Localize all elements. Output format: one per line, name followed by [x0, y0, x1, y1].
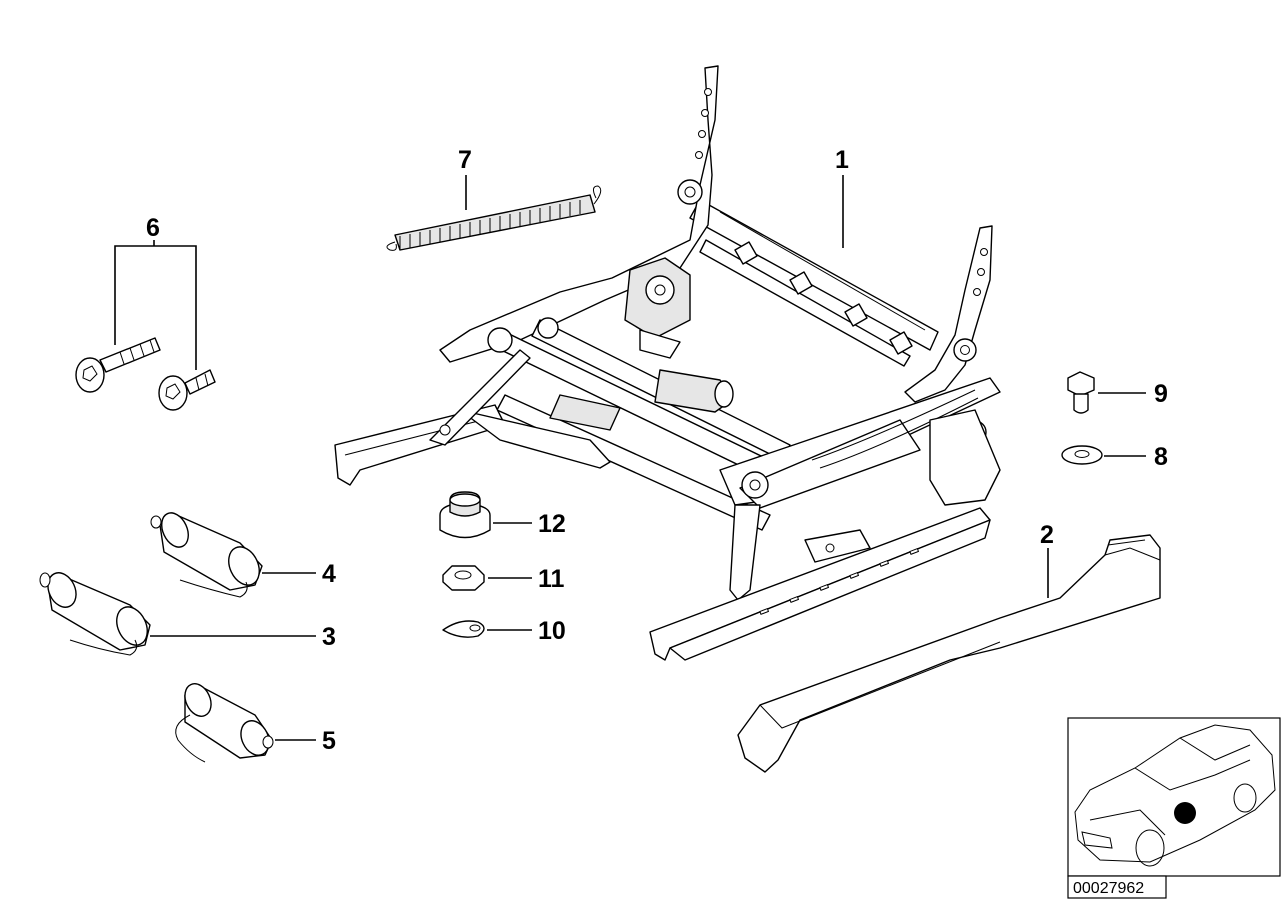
callout-2: 2: [1040, 521, 1054, 549]
callout-10: 10: [538, 617, 566, 645]
callout-7: 7: [458, 146, 472, 174]
hex-socket-screws[interactable]: [75, 337, 216, 411]
seat-motor-3[interactable]: [39, 568, 153, 656]
seat-location-marker: [1174, 802, 1196, 824]
rail-slots: [759, 547, 920, 615]
hex-bolt[interactable]: [1067, 371, 1095, 414]
hex-nut[interactable]: [442, 565, 485, 591]
vehicle-locator-inset: 00027962: [1067, 717, 1281, 899]
tension-spring[interactable]: [386, 185, 602, 251]
rubber-buffer[interactable]: [439, 491, 491, 539]
diagram-reference-code: 00027962: [1073, 880, 1144, 897]
seat-rail-trim-cover[interactable]: [737, 534, 1161, 773]
callout-labels: 1 2 3 4 5 6 7 8 9 10 11 12: [146, 146, 1168, 755]
seat-motor-5[interactable]: [175, 680, 275, 763]
callout-4: 4: [322, 560, 336, 588]
seat-frame[interactable]: [334, 65, 1001, 661]
callout-8: 8: [1154, 443, 1168, 471]
car-outline-icon: [1074, 724, 1276, 867]
washer[interactable]: [1061, 445, 1103, 465]
callout-6: 6: [146, 214, 160, 242]
spring-clip[interactable]: [442, 620, 485, 638]
callout-3: 3: [322, 623, 336, 651]
callout-11: 11: [538, 565, 565, 593]
callout-12: 12: [538, 510, 566, 538]
leader-lines: [114, 175, 1146, 741]
callout-5: 5: [322, 727, 336, 755]
callout-1: 1: [835, 146, 849, 174]
callout-9: 9: [1154, 380, 1168, 408]
seat-motor-4[interactable]: [150, 509, 265, 598]
